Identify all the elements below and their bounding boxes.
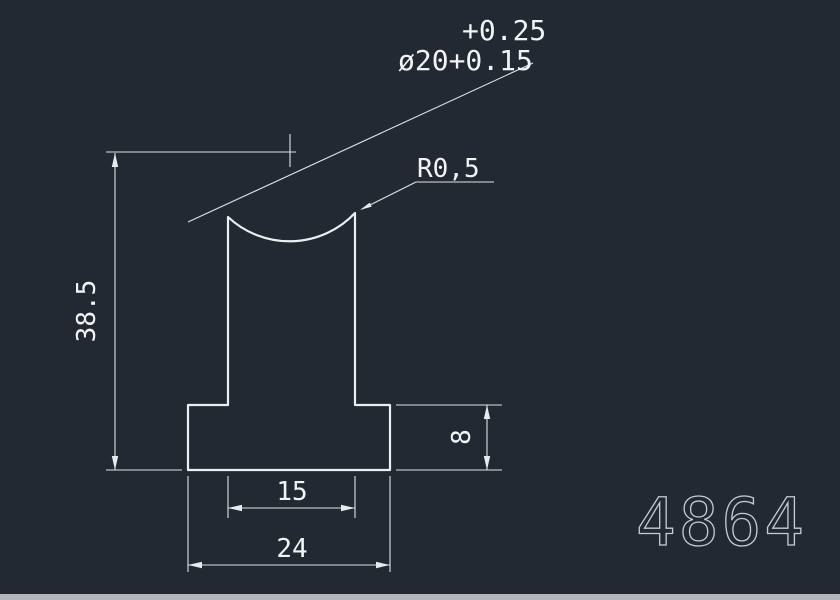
stem-width-dimension: 15 xyxy=(227,476,356,518)
part-number-label: 4864 xyxy=(636,484,807,561)
diameter-dimension: +0.25 ø20+0.15 xyxy=(187,14,546,223)
total-height-dimension: 38.5 xyxy=(72,151,296,471)
arrowhead-bottom xyxy=(111,456,119,470)
tolerance-upper-label: +0.25 xyxy=(462,14,546,47)
radius-label: R0,5 xyxy=(417,154,480,184)
diameter-label: ø20+0.15 xyxy=(398,44,533,77)
arrowhead-right xyxy=(341,504,355,512)
flange-width-label: 24 xyxy=(276,534,307,564)
arrowhead-right xyxy=(376,561,390,569)
radius-leader-line xyxy=(361,181,417,210)
flange-height-label: 8 xyxy=(447,429,477,445)
radius-dimension: R0,5 xyxy=(360,154,494,210)
part-outline xyxy=(186,211,392,472)
arrowhead-top xyxy=(111,153,119,167)
arrowhead-left xyxy=(228,504,242,512)
diameter-leader-line xyxy=(187,62,534,223)
arrowhead-left xyxy=(188,561,202,569)
radius-arrowhead xyxy=(360,202,372,210)
arrowhead-top xyxy=(483,405,491,419)
flange-width-dimension: 24 xyxy=(187,476,391,572)
flange-height-dimension: 8 xyxy=(396,404,502,471)
arrowhead-bottom xyxy=(483,456,491,470)
stem-width-label: 15 xyxy=(276,477,307,507)
total-height-label: 38.5 xyxy=(72,280,102,343)
window-bottom-edge xyxy=(0,594,840,600)
